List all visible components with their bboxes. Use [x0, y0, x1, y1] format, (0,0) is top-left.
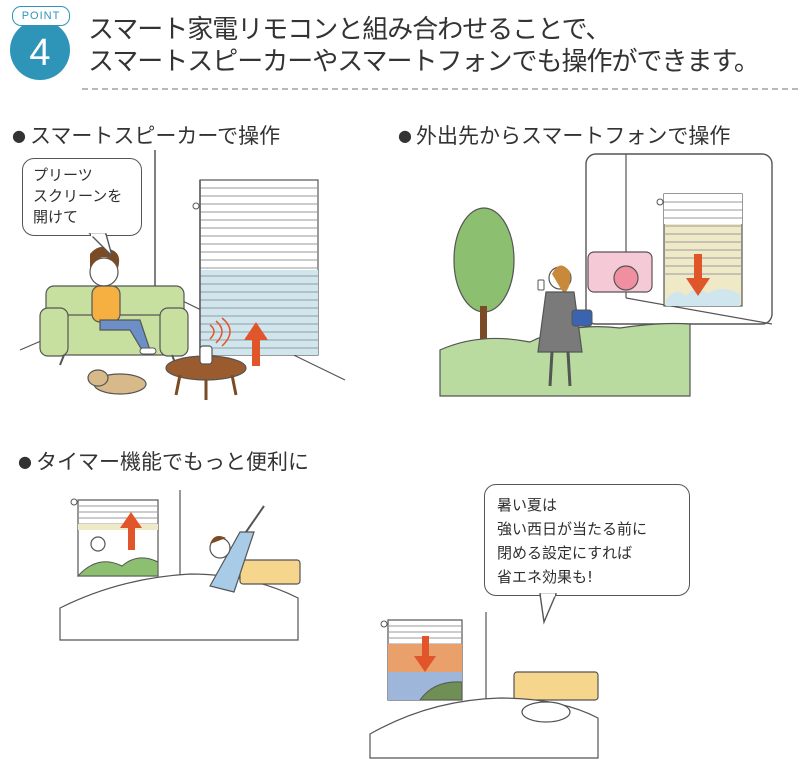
point-badge: POINT 4 — [6, 6, 74, 90]
coffee-table-illustration — [165, 345, 247, 400]
pleated-screen-illustration — [192, 179, 319, 356]
badge-circle — [10, 20, 70, 80]
speech-bubble-tail — [539, 593, 558, 625]
speech-bubble-timer: 暑い夏は 強い西日が当たる前に 閉める設定にすれば 省エネ効果も! — [484, 484, 690, 596]
tree-illustration — [453, 207, 515, 346]
headline: スマート家電リモコンと組み合わせることで、 スマートスピーカーやスマートフォンで… — [88, 14, 760, 78]
section-phone-heading: ●外出先からスマートフォンで操作 — [398, 124, 731, 148]
smart-speaker-icon — [199, 345, 213, 365]
bed-illustration — [59, 573, 299, 641]
bullet-icon: ● — [18, 452, 32, 471]
sound-wave-icon — [209, 317, 231, 347]
section-timer-heading: ●タイマー機能でもっと便利に — [18, 450, 309, 474]
up-arrow-icon — [244, 322, 268, 366]
timer-morning-illustration — [59, 490, 301, 641]
woman-with-phone-illustration — [537, 265, 593, 387]
pleated-screen-window-illustration — [70, 498, 159, 577]
dashed-divider — [82, 88, 798, 90]
phone-scene-illustration — [439, 153, 773, 397]
down-arrow-icon — [414, 636, 436, 672]
headline-line-1: スマート家電リモコンと組み合わせることで、 — [88, 15, 611, 45]
section-speaker-heading: ●スマートスピーカーで操作 — [12, 124, 281, 148]
speech-bubble-tail — [88, 233, 114, 259]
bullet-icon: ● — [398, 126, 412, 145]
speech-bubble-speaker: プリーツ スクリーンを 開けて — [22, 158, 142, 236]
down-arrow-icon — [686, 254, 710, 296]
timer-evening-illustration — [369, 612, 599, 759]
pillow-illustration — [521, 701, 571, 723]
up-arrow-icon — [120, 512, 142, 550]
bullet-icon: ● — [12, 126, 26, 145]
grass-illustration — [439, 322, 691, 397]
badge-number: 4 — [29, 32, 51, 74]
person-waking-illustration — [209, 505, 265, 593]
pleated-screen-window-illustration — [656, 193, 743, 307]
speaker-scene-illustration — [19, 150, 346, 400]
person-on-sofa-illustration — [89, 246, 157, 355]
dog-illustration — [87, 369, 147, 395]
headline-line-2: スマートスピーカーやスマートフォンでも操作ができます。 — [88, 47, 760, 77]
badge-label: POINT — [12, 6, 70, 26]
